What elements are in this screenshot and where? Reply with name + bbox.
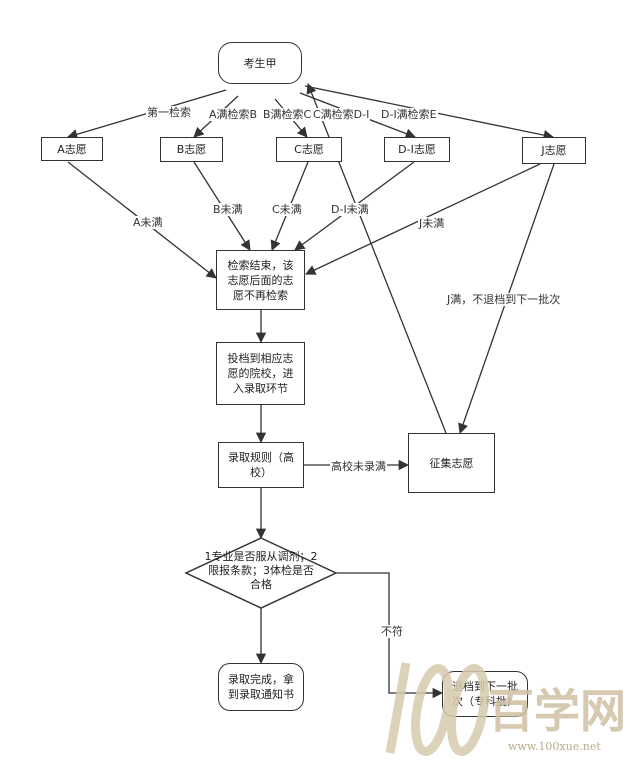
label-fail: 不符 [380,625,404,638]
rule-node: 录取规则（高校） [218,442,304,488]
label-di-not-full: D-I未满 [330,203,370,216]
label-b-full: B满检索C [262,108,313,121]
choice-b-node: B志愿 [160,137,223,162]
admit-node: 投档到相应志愿的院校，进入录取环节 [216,342,305,405]
label-first-search: 第一检索 [146,106,192,119]
condition-text: 1专业是否服从调剂；2限报条款；3体检是否合格 [204,550,318,591]
choice-c-node: C志愿 [276,137,342,162]
choice-di-node: D-I志愿 [384,137,450,162]
choice-a-node: A志愿 [41,137,103,161]
choice-j-node: J志愿 [522,137,586,164]
label-college-not-full: 高校未录满 [330,460,387,473]
watermark-url: www.100xue.net [508,740,601,753]
label-j-not-full: J未满 [418,217,446,230]
start-node: 考生甲 [218,42,302,84]
label-j-full: J满，不退档到下一批次 [446,293,562,306]
label-a-full: A满检索B [208,108,259,121]
label-d-full: D-I满检索E [380,108,438,121]
label-c-not-full: C未满 [271,203,303,216]
svg-text:百学网: 百学网 [488,684,626,738]
done-node: 录取完成，拿到录取通知书 [218,663,304,711]
label-a-not-full: A未满 [132,216,164,229]
stop-search-node: 检索结束，该志愿后面的志愿不再检索 [216,250,305,310]
label-b-not-full: B未满 [212,203,244,216]
collect-node: 征集志愿 [408,433,495,493]
watermark-logo: 百学网 [385,662,626,756]
label-c-full: C满检索D-I [312,108,371,121]
decision-diamond [184,537,338,609]
